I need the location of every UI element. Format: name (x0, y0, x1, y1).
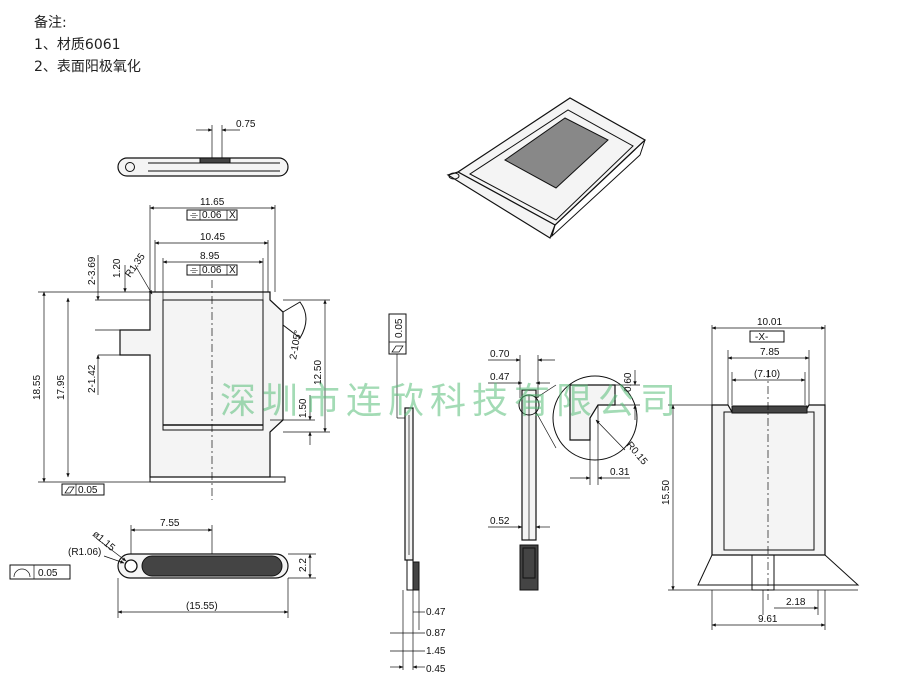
angle-wedge (282, 301, 307, 339)
recess-mark (199, 157, 231, 164)
svg-text:-X-: -X- (755, 332, 768, 343)
svg-text:X: X (229, 265, 236, 276)
dim-17-95: 17.95 (56, 375, 67, 400)
note-item-finish: 2、表面阳极氧化 (34, 59, 141, 75)
dim-2-2: 2.2 (298, 558, 309, 572)
flatness-frame (61, 483, 105, 496)
dim-side-flatness: 0.05 (394, 318, 405, 338)
svg-text:0.06: 0.06 (202, 265, 222, 276)
dim-side-1-45: 1.45 (426, 646, 446, 657)
right-flange (697, 554, 860, 586)
svg-text:X: X (229, 210, 236, 221)
tray-flange (149, 476, 286, 483)
datum-x-frame (749, 330, 785, 343)
dim-10-01: 10.01 (757, 317, 782, 328)
side-flatness-frame (388, 313, 407, 355)
dim-r1-35: R1.35 (123, 251, 148, 280)
dim-2-18: 2.18 (786, 597, 806, 608)
side-view: 0.05 0.47 0.87 1.45 0.45 (388, 313, 446, 675)
dim-0-75: 0.75 (236, 119, 256, 130)
front-view: 11.65 ⌯ 0.06 X 10.45 8.95 ⌯ 0.06 X 2-3.6… (32, 197, 330, 500)
right-view: 10.01 -X- 7.85 (7.10) 15.50 2.18 9.61 (661, 317, 860, 630)
dim-detail-0-52: 0.52 (490, 516, 510, 527)
dim-2-3-69: 2-3.69 (87, 256, 98, 285)
tolerance-frame-1 (186, 209, 238, 221)
detail-circle-small (518, 394, 540, 416)
dim-flatness-0-05: 0.05 (78, 485, 98, 496)
dim-7-85: 7.85 (760, 347, 780, 358)
svg-text:0.06: 0.06 (202, 210, 222, 221)
notes-title: 备注: (34, 15, 67, 31)
iso-eject-hole (448, 172, 460, 180)
tray-bottom-recess (141, 555, 283, 577)
dim-1-20: 1.20 (112, 258, 123, 278)
profile-tolerance-frame (9, 564, 71, 580)
top-profile-view: 0.75 (117, 119, 289, 177)
svg-text:⌯: ⌯ (190, 210, 198, 221)
detail-circle-large (552, 375, 638, 461)
svg-text:⌯: ⌯ (190, 265, 198, 276)
dim-detail-0-70: 0.70 (490, 349, 510, 360)
dim-side-0-47: 0.47 (426, 607, 446, 618)
dim-11-65: 11.65 (200, 197, 225, 208)
dim-side-0-45: 0.45 (426, 664, 446, 675)
dim-detail-r0-15: R0.15 (624, 440, 650, 468)
tolerance-frame-2 (186, 264, 238, 276)
right-top-lip (731, 405, 808, 414)
dim-15-55: (15.55) (186, 601, 218, 612)
eject-hole-bottom (124, 559, 138, 573)
bottom-view: 7.55 ø1.15 (R1.06) 0.05 2.2 (15.55) (9, 518, 316, 618)
dim-15-50: 15.50 (661, 480, 672, 505)
dim-2-1-42: 2-1.42 (87, 364, 98, 393)
dim-7-10: (7.10) (754, 369, 780, 380)
dim-detail-0-60: 0.60 (623, 372, 634, 392)
note-item-material: 1、材质6061 (34, 37, 121, 53)
isometric-view (446, 97, 647, 239)
dim-side-0-87: 0.87 (426, 628, 446, 639)
watermark: 深圳市连欣科技有限公司 (220, 381, 683, 422)
dim-detail-0-47: 0.47 (490, 372, 510, 383)
notes-block: 备注: 1、材质6061 2、表面阳极氧化 (34, 12, 141, 78)
dim-18-55: 18.55 (32, 375, 43, 400)
detail-flange (519, 544, 539, 591)
dim-r1-06: (R1.06) (68, 547, 101, 558)
dim-9-61: 9.61 (758, 614, 778, 625)
dim-2-105: 2-105° (288, 329, 304, 360)
dim-12-50: 12.50 (313, 360, 324, 385)
right-body (711, 404, 826, 556)
card-pocket (162, 299, 264, 431)
iso-card-pocket (504, 117, 609, 189)
dim-arc-0-05: 0.05 (38, 568, 58, 579)
dim-detail-0-31: 0.31 (610, 467, 630, 478)
eject-hole (125, 162, 135, 172)
detail-profile (569, 384, 616, 441)
dim-7-55: 7.55 (160, 518, 180, 529)
side-flange (412, 561, 420, 591)
dim-8-95: 8.95 (200, 251, 220, 262)
dim-10-45: 10.45 (200, 232, 225, 243)
dim-1-50: 1.50 (298, 398, 309, 418)
